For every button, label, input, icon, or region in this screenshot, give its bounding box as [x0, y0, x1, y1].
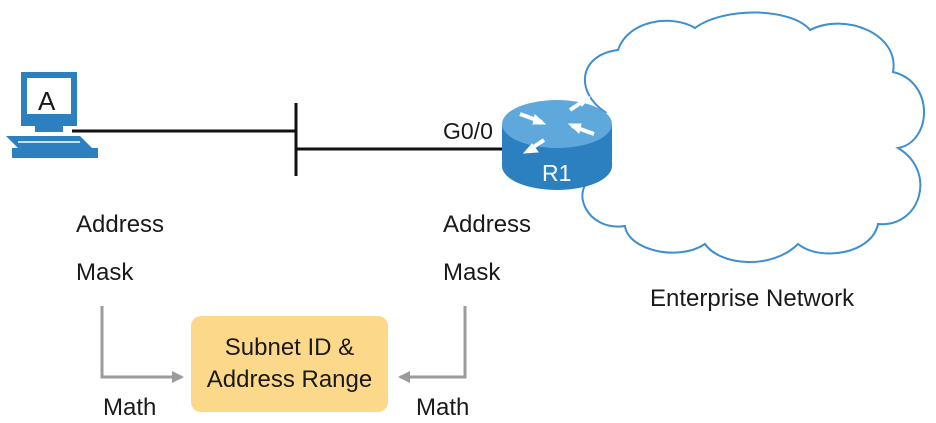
left-math-arrow — [100, 306, 184, 383]
cloud-label: Enterprise Network — [650, 285, 855, 312]
host-name-label: A — [38, 86, 56, 116]
right-math-arrow — [398, 306, 467, 383]
pc-icon — [6, 72, 98, 158]
router-mask-label: Mask — [443, 259, 501, 286]
interface-label: G0/0 — [443, 118, 493, 144]
router-icon — [502, 96, 612, 190]
host-math-label: Math — [103, 394, 157, 421]
result-line-2: Address Range — [206, 366, 373, 393]
host-address-label: Address — [76, 211, 165, 238]
router-name-label: R1 — [542, 160, 572, 186]
host-mask-label: Mask — [76, 259, 134, 286]
result-line-1: Subnet ID & — [224, 333, 355, 361]
router-math-label: Math — [416, 394, 470, 421]
subnet-result-box: Subnet ID & Address Range — [191, 316, 388, 412]
enterprise-cloud — [572, 11, 925, 263]
router-address-label: Address — [443, 211, 532, 238]
